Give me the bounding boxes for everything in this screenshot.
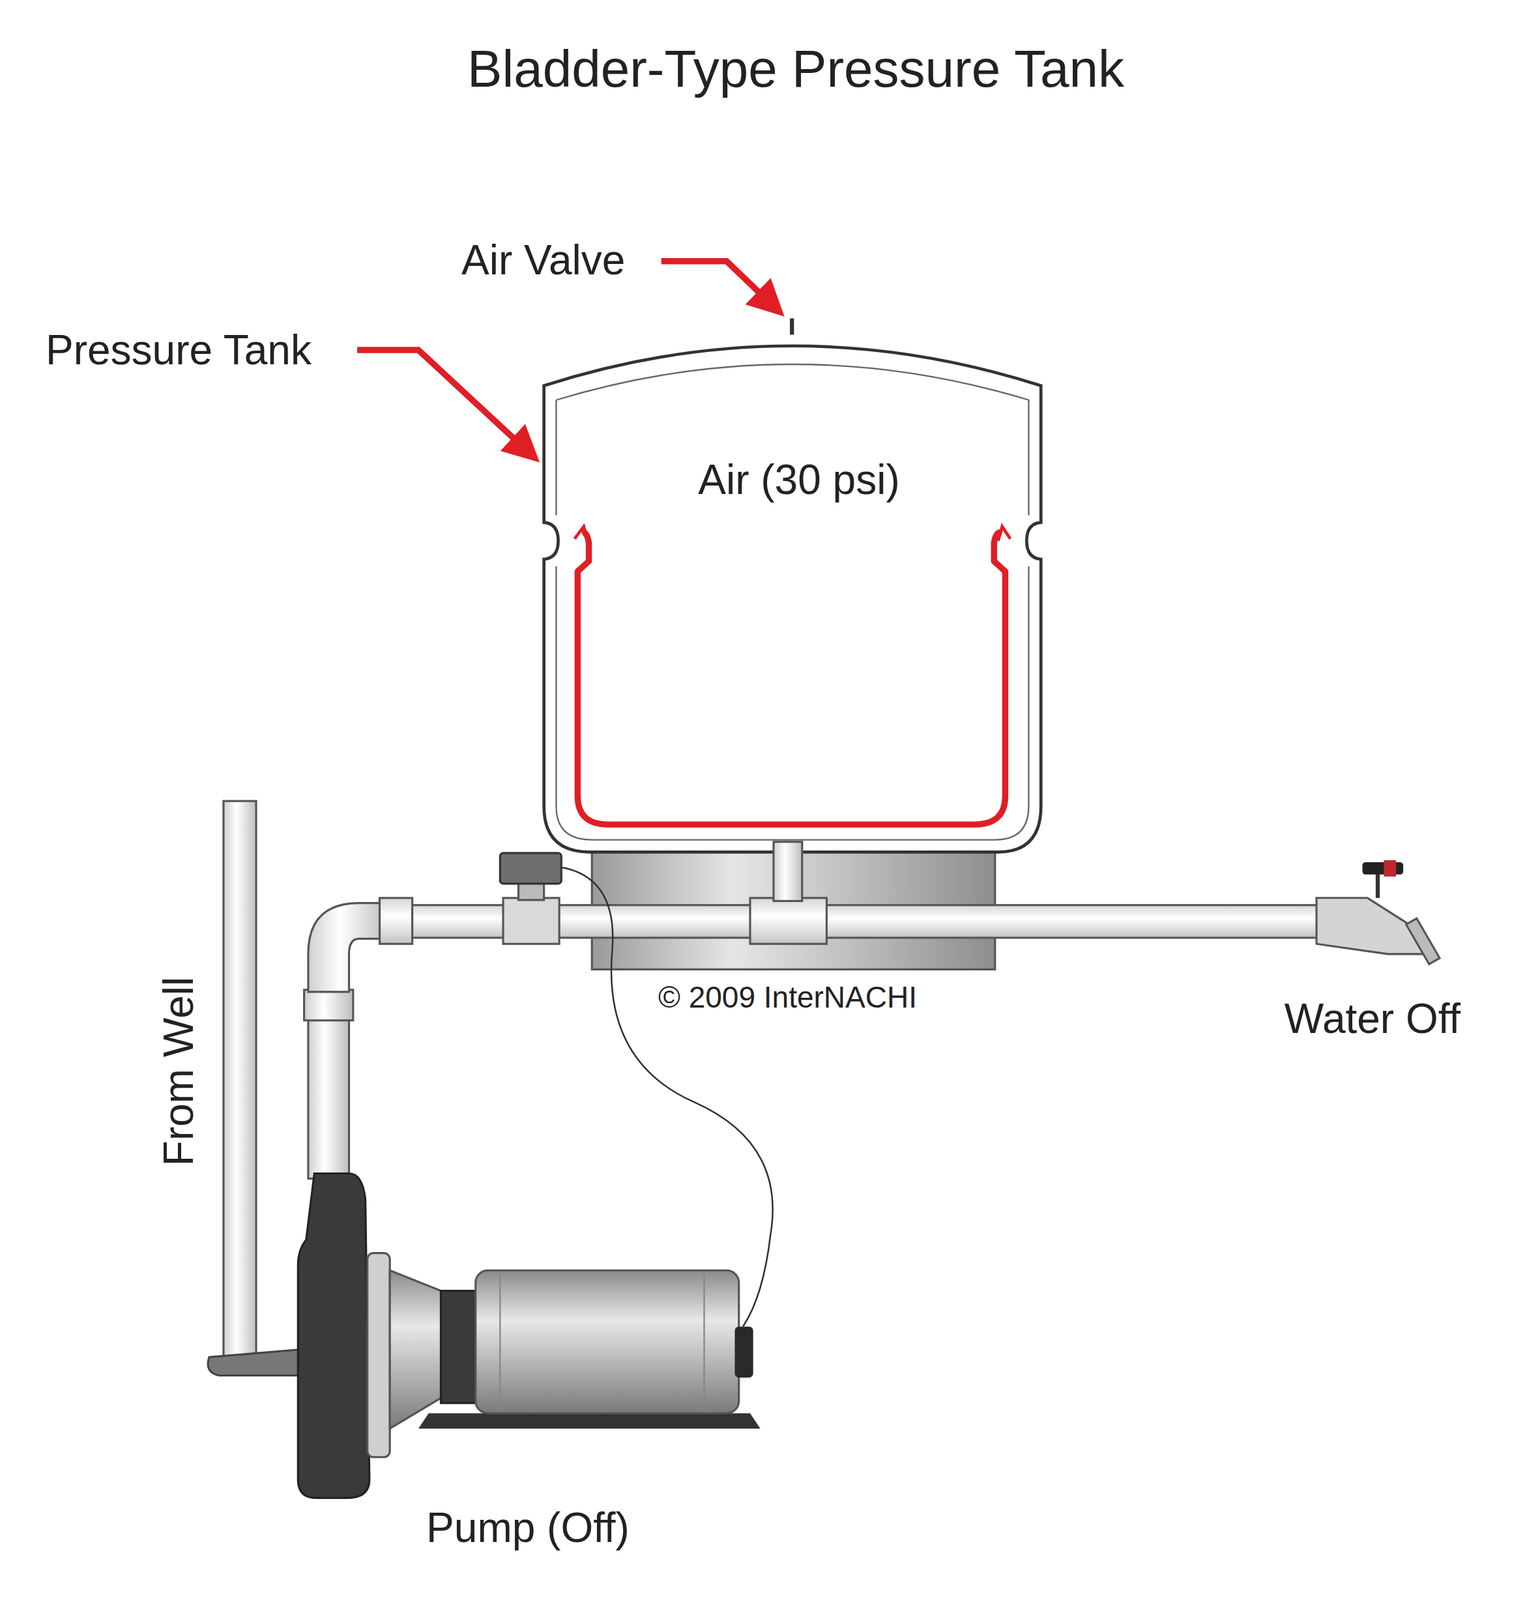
source-label: From Well: [155, 976, 202, 1166]
pressure-label: Air (30 psi): [697, 456, 900, 503]
diagram-title: Bladder-Type Pressure Tank: [467, 40, 1125, 98]
copyright-note: © 2009 InterNACHI: [658, 980, 917, 1015]
part-label: Air Valve: [461, 237, 625, 283]
state-label: Water Off: [1284, 995, 1461, 1042]
part-label: Pressure Tank: [45, 327, 312, 373]
state-label: Pump (Off): [426, 1504, 630, 1551]
